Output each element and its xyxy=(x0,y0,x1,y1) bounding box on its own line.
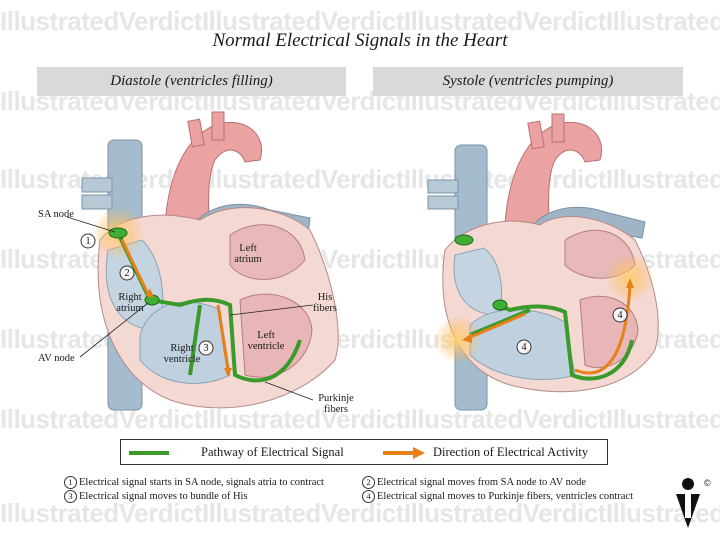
label-av-node: AV node xyxy=(38,353,75,364)
footnote-text: Electrical signal starts in SA node, sig… xyxy=(79,477,324,488)
label-left-atrium: Left atrium xyxy=(234,243,262,265)
footnote-text: Electrical signal moves from SA node to … xyxy=(377,477,587,488)
pathway-line-icon xyxy=(129,451,169,455)
copyright-symbol: © xyxy=(704,478,711,488)
heart-systole-illustration xyxy=(427,113,659,411)
watermark-text: IllustratedVerdictIllustratedVerdictIllu… xyxy=(0,500,720,526)
footnote-number: 4 xyxy=(362,490,375,503)
footnote-number: 3 xyxy=(64,490,77,503)
footnote-number: 1 xyxy=(64,476,77,489)
watermark-text: IllustratedVerdictIllustratedVerdictIllu… xyxy=(0,8,720,34)
marker-1: 1 xyxy=(85,236,91,247)
marker-3: 3 xyxy=(203,343,209,354)
footnote-text: Electrical signal moves to bundle of His xyxy=(79,491,248,502)
legend: Pathway of Electrical Signal Direction o… xyxy=(120,439,608,465)
footnote-number: 2 xyxy=(362,476,375,489)
label-sa-node: SA node xyxy=(38,209,74,220)
marker-2: 2 xyxy=(124,268,130,279)
label-purkinje-fibers: Purkinje fibers xyxy=(318,393,354,415)
marker-4-right-ventricle: 4 xyxy=(521,342,527,353)
panel-title-diastole: Diastole (ventricles filling) xyxy=(37,67,346,96)
direction-arrow-icon xyxy=(383,447,425,459)
label-right-atrium: Right atrium xyxy=(116,292,144,314)
label-right-ventricle: Right ventricle xyxy=(163,343,201,365)
legend-pathway-label: Pathway of Electrical Signal xyxy=(201,445,344,459)
marker-4-left-ventricle: 4 xyxy=(617,310,623,321)
diagram-title: Normal Electrical Signals in the Heart xyxy=(212,30,508,51)
illustrated-verdict-logo-icon xyxy=(676,478,700,528)
panel-title-systole: Systole (ventricles pumping) xyxy=(373,67,683,96)
heart-diastole-illustration xyxy=(66,111,339,411)
footnote-text: Electrical signal moves to Purkinje fibe… xyxy=(377,491,633,502)
label-his-fibers: His fibers xyxy=(313,292,337,314)
legend-direction-label: Direction of Electrical Activity xyxy=(433,445,589,459)
label-left-ventricle: Left ventricle xyxy=(247,330,285,352)
